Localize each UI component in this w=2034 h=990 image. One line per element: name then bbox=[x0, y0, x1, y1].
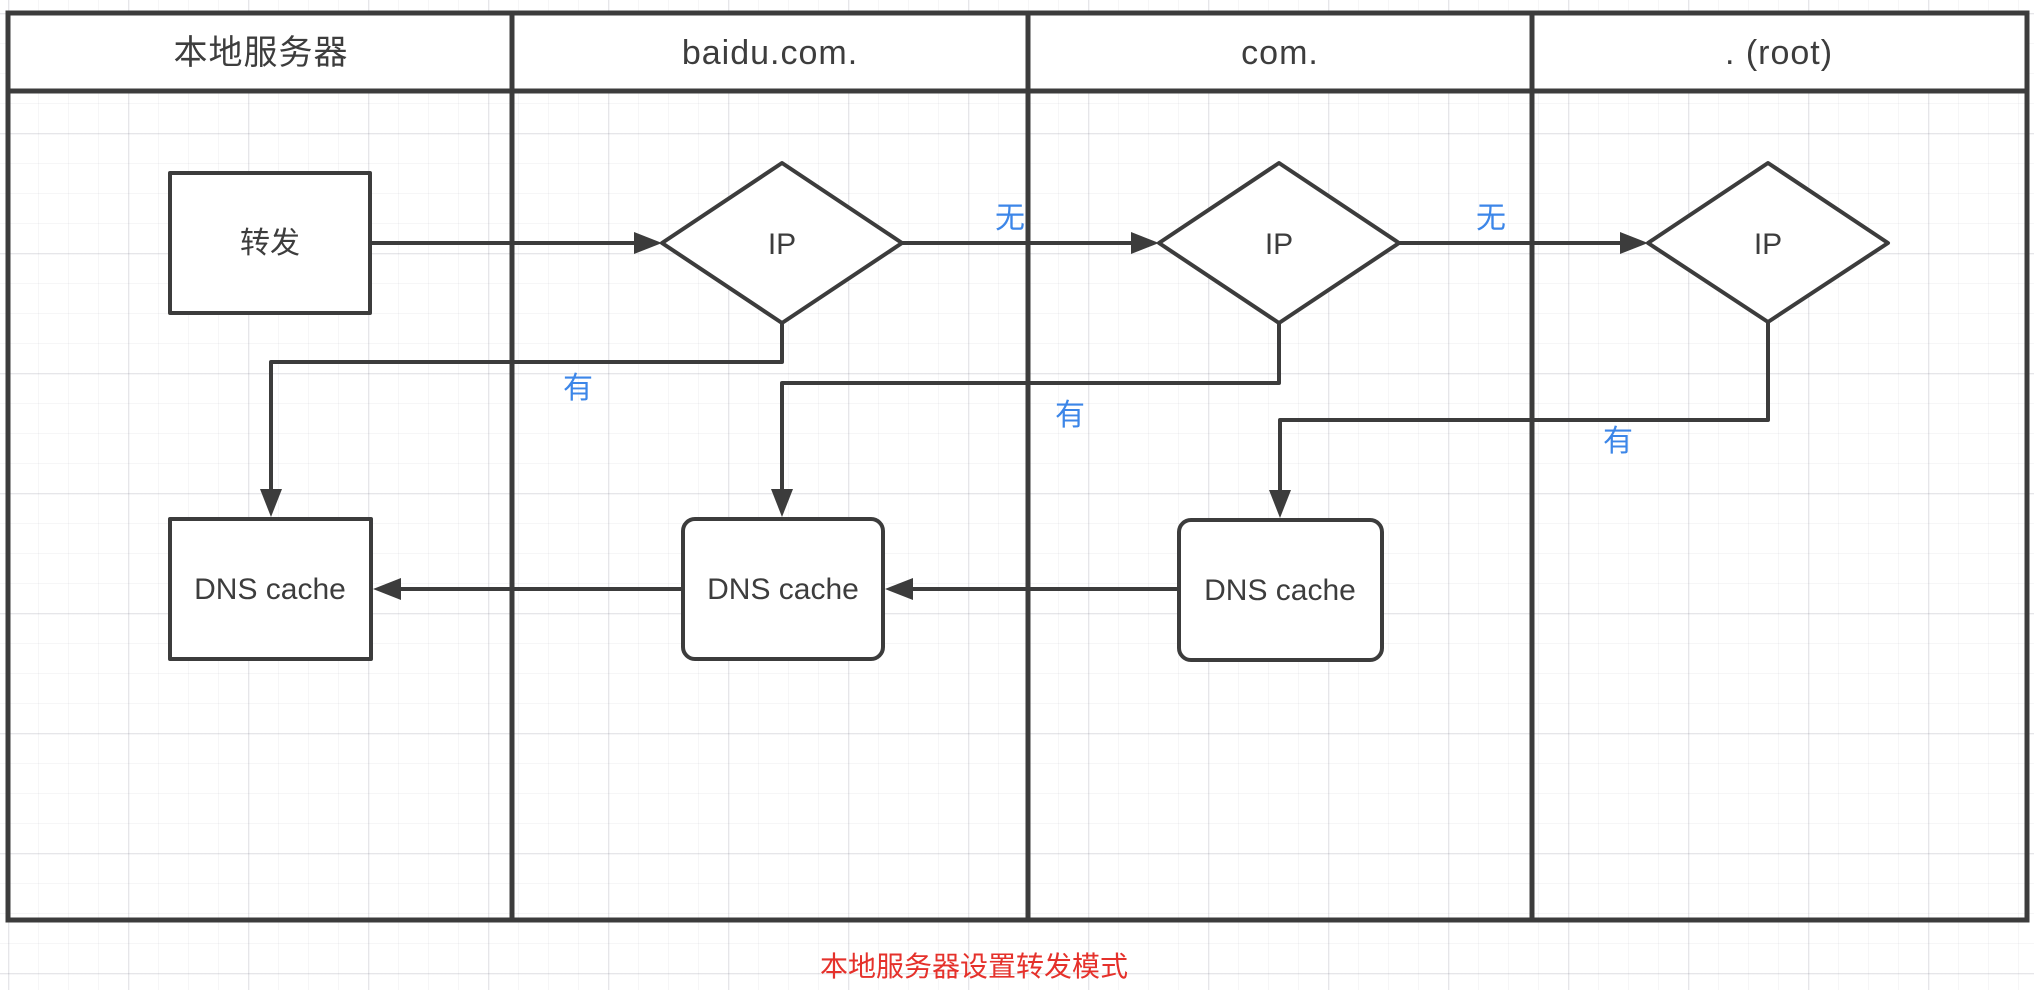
lane-header-root: . (root) bbox=[1724, 34, 1834, 72]
edge-decision1-to-cache1 bbox=[269, 323, 784, 497]
arrowhead-cache3-to-cache2 bbox=[885, 578, 913, 600]
diagram-caption: 本地服务器设置转发模式 bbox=[819, 951, 1129, 982]
arrowhead-decision2-to-cache2 bbox=[771, 489, 793, 517]
edge-label-yes-2: 有 bbox=[1055, 399, 1085, 432]
swimlane-header-row bbox=[8, 13, 2027, 91]
decision3-label: IP bbox=[1753, 228, 1783, 261]
edge-decision2-to-cache2 bbox=[780, 323, 1281, 497]
cache3-label: DNS cache bbox=[1204, 574, 1356, 607]
decision1-diamond-shape bbox=[660, 161, 904, 325]
edge-label-yes-1: 有 bbox=[563, 372, 593, 405]
decision2-diamond-shape bbox=[1157, 161, 1401, 325]
arrowhead-decision1-to-decision2 bbox=[1131, 232, 1159, 254]
arrowhead-decision1-to-cache1 bbox=[260, 489, 282, 517]
cache3-box-shape bbox=[1177, 518, 1384, 662]
arrowhead-cache2-to-cache1 bbox=[373, 578, 401, 600]
edge-label-no-1: 无 bbox=[995, 202, 1025, 235]
arrowhead-decision2-to-decision3 bbox=[1620, 232, 1648, 254]
cache2-box-shape bbox=[681, 517, 885, 661]
swimlane-table-border bbox=[5, 10, 2030, 923]
lane-header-com: com. bbox=[1241, 34, 1319, 72]
edge-label-yes-3: 有 bbox=[1603, 425, 1633, 458]
cache2-label: DNS cache bbox=[707, 573, 859, 606]
arrowhead-forward-to-decision1 bbox=[634, 232, 662, 254]
edge-label-no-2: 无 bbox=[1476, 202, 1506, 235]
forward-box-label: 转发 bbox=[240, 227, 300, 260]
lane-header-baidu-com: baidu.com. bbox=[681, 34, 859, 72]
edge-decision3-to-cache3 bbox=[1278, 322, 1770, 498]
decision2-label: IP bbox=[1264, 228, 1294, 261]
arrowhead-decision3-to-cache3 bbox=[1269, 490, 1291, 518]
lane-header-local-server: 本地服务器 bbox=[173, 34, 349, 72]
forward-box-shape bbox=[168, 171, 372, 315]
cache1-label: DNS cache bbox=[194, 573, 346, 606]
cache1-box-shape bbox=[168, 517, 373, 661]
decision1-label: IP bbox=[767, 228, 797, 261]
decision3-diamond-shape bbox=[1646, 161, 1890, 324]
